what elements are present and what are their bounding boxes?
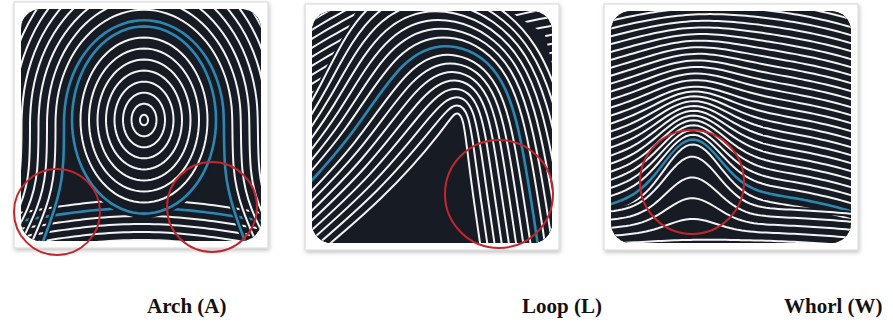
- ridge-mask: [68, 22, 220, 218]
- ridge-gap: [21, 9, 261, 241]
- ridge-line: [21, 9, 261, 241]
- ridge-line: [21, 9, 261, 241]
- ridge-gap: [72, 26, 216, 213]
- ridge-line: [21, 240, 261, 241]
- ridge-gap: [115, 82, 174, 159]
- highlight-ridge: [72, 26, 216, 213]
- delta-circle: [167, 162, 257, 252]
- ridge-line: [21, 9, 261, 241]
- highlight-ridge: [312, 46, 541, 243]
- ridge-line: [81, 37, 208, 202]
- ridge-line: [312, 29, 552, 243]
- ridge-gap: [89, 49, 199, 192]
- highlight-ridge: [39, 20, 249, 241]
- ridge-line: [123, 93, 165, 148]
- ridge-gap: [312, 37, 548, 243]
- ridge-gap: [39, 20, 249, 241]
- ridge-line: [21, 9, 261, 241]
- ridge-gap: [312, 46, 541, 243]
- ridge-line: [312, 55, 534, 243]
- ridge-gap: [312, 55, 534, 243]
- ridge-line: [89, 49, 199, 192]
- ridge-gap: [98, 60, 191, 181]
- arch-panel: [594, 1, 866, 272]
- ridge-line: [115, 82, 174, 159]
- loop-panel: [265, 0, 625, 326]
- ridge-mask: [312, 11, 552, 243]
- ridge-gap: [312, 114, 483, 243]
- ridge-gap: [21, 9, 261, 241]
- ridge-line: [21, 9, 261, 241]
- ridge-line: [21, 9, 261, 241]
- ridge-line: [21, 9, 261, 241]
- ridge-line: [28, 10, 261, 241]
- ridge-gap: [21, 9, 261, 241]
- ridge-line: [312, 114, 483, 243]
- ridge-gap: [21, 9, 261, 241]
- ridge-line: [611, 240, 851, 243]
- delta-circle: [445, 140, 553, 248]
- ridge-line: [132, 104, 157, 137]
- ridge-line: [106, 71, 182, 170]
- ridge-line: [312, 37, 548, 243]
- ridge-line: [21, 9, 261, 241]
- ridge-gap: [611, 240, 851, 243]
- ridge-gap: [21, 9, 261, 241]
- delta-circles: [14, 130, 744, 255]
- ridge-gap: [21, 9, 261, 241]
- ridge-gap: [28, 10, 261, 241]
- ridge-line: [611, 219, 851, 239]
- delta-circle: [14, 169, 100, 255]
- ridge-gap: [21, 240, 261, 241]
- ridge-gap: [611, 219, 851, 239]
- ridge-gap: [81, 37, 208, 202]
- ridge-gap: [132, 104, 157, 137]
- ridge-gap: [123, 93, 165, 148]
- ridge-gap: [312, 29, 552, 243]
- panel-label: Arch (A): [147, 294, 227, 319]
- ridge-line: [140, 115, 148, 125]
- ridge-gap: [106, 71, 182, 170]
- ridge-line: [98, 60, 191, 181]
- panel-label: Whorl (W): [784, 294, 883, 319]
- panel-label: Loop (L): [522, 294, 602, 319]
- delta-circle: [640, 130, 744, 234]
- whorl-panel: [0, 0, 353, 254]
- ridge-gap: [140, 115, 148, 125]
- ridge-gap: [21, 9, 261, 241]
- ridge-gap: [21, 9, 261, 241]
